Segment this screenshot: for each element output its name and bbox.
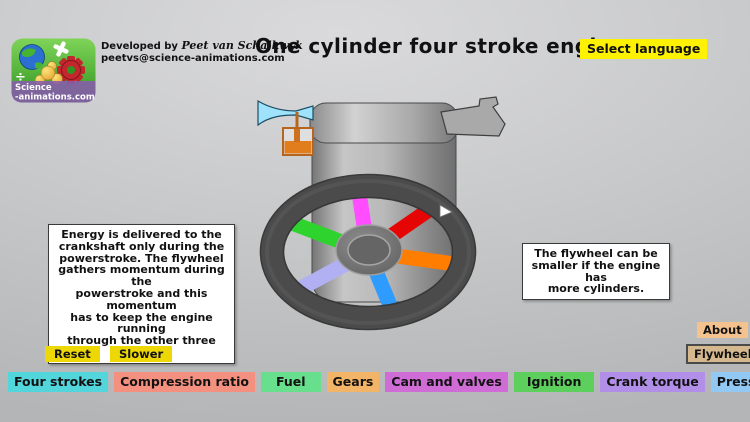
credit-email: peetvs@science-animations.com <box>101 53 285 64</box>
reset-button[interactable]: Reset <box>45 346 100 363</box>
nav-four-strokes[interactable]: Four strokes <box>8 372 109 392</box>
flywheel-size-infobox: The flywheel can be smaller if the engin… <box>522 243 670 301</box>
credit-prefix: Developed by <box>101 41 178 52</box>
flywheel-button[interactable]: Flywheel <box>686 344 750 365</box>
logo-text-line2: -animations.com <box>15 93 95 103</box>
nav-cam-and-valves[interactable]: Cam and valves <box>385 372 508 392</box>
about-button[interactable]: About <box>697 322 748 339</box>
gear-icon <box>57 56 85 84</box>
nav-gears[interactable]: Gears <box>326 372 380 392</box>
nav-ignition[interactable]: Ignition <box>513 372 595 392</box>
fuel-float-chamber <box>282 112 314 156</box>
flywheel-energy-infobox: Energy is delivered to the crankshaft on… <box>48 224 235 364</box>
developer-credit: Developed by Peet van Schalkwyk peetvs@s… <box>101 40 303 65</box>
science-animations-logo: ÷ Science -animations.com <box>11 38 96 103</box>
globe-icon <box>19 44 45 70</box>
nav-fuel[interactable]: Fuel <box>260 372 321 392</box>
mouse-cursor <box>439 204 453 218</box>
exhaust-muffler <box>440 96 506 137</box>
slower-button[interactable]: Slower <box>110 346 173 363</box>
divide-icon: ÷ <box>15 70 26 85</box>
nav-compression-ratio[interactable]: Compression ratio <box>114 372 255 392</box>
fuel-level <box>284 141 312 154</box>
logo-text-line1: Science <box>15 83 52 93</box>
plus-icon <box>53 41 69 57</box>
flywheel-hub <box>335 224 403 276</box>
select-language-button[interactable]: Select language <box>580 39 708 59</box>
flywheel-rim <box>259 173 477 331</box>
logo-band <box>11 81 96 103</box>
cylinder-head <box>309 102 459 144</box>
credit-name: Peet van Schalkwyk <box>181 39 303 52</box>
carburetor-air-horn <box>257 99 314 127</box>
nav-pressure-volume[interactable]: Pressure-volume <box>710 372 750 392</box>
nav-crank-torque[interactable]: Crank torque <box>600 372 705 392</box>
topic-nav: Four strokes Compression ratio Fuel Gear… <box>8 372 750 392</box>
page-title: One cylinder four stroke engine <box>255 34 626 58</box>
